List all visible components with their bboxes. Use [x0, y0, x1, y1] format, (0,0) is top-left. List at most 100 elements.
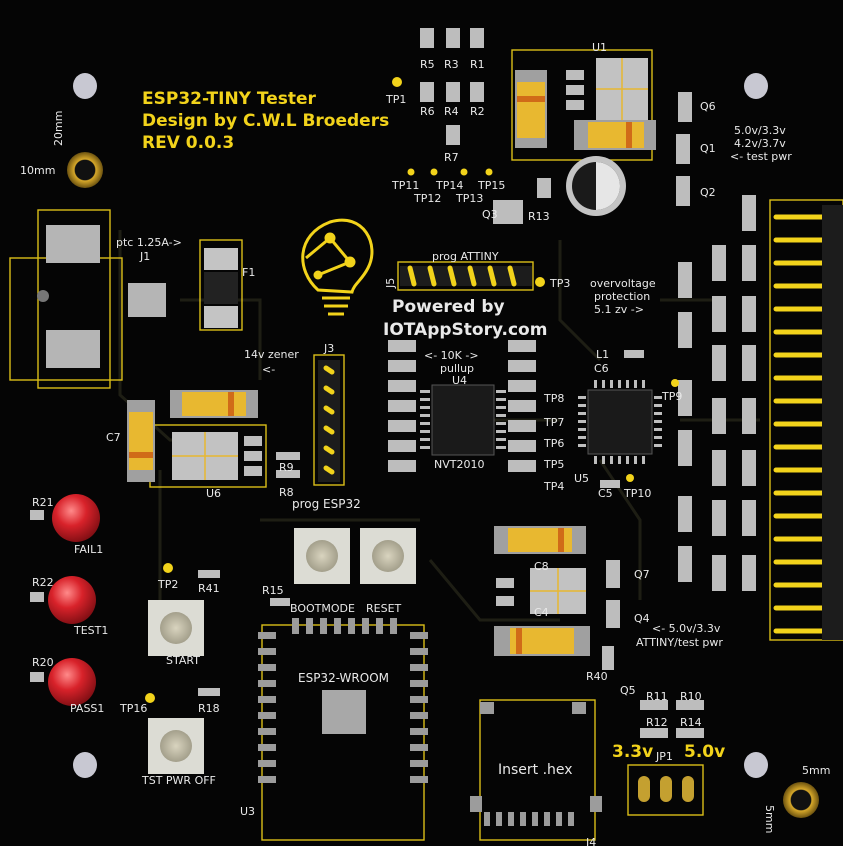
- powered-by-label: Powered by: [392, 297, 505, 317]
- label-q6: Q6: [700, 100, 716, 113]
- board-title: ESP32-TINY Tester Design by C.W.L Broede…: [142, 89, 389, 153]
- u4-chip-label: NVT2010: [434, 458, 484, 471]
- label-r21: R21: [32, 496, 54, 509]
- zener-arrow: <-: [262, 363, 275, 376]
- jumper-3v3-label: 3.3v: [612, 742, 653, 762]
- right-connector-housing: [822, 205, 843, 640]
- label-tp8: TP8: [543, 392, 564, 405]
- label-q5: Q5: [620, 684, 636, 697]
- label-r40: R40: [586, 670, 608, 683]
- attiny-pwr-note-2: ATTINY/test pwr: [636, 636, 723, 649]
- label-j1: J1: [139, 250, 150, 263]
- designators: U1 U3 U4 U5 U6 J1 J3 J4 J5 F1 R5 R3 R1 R…: [32, 41, 716, 846]
- start-label: START: [166, 654, 200, 667]
- fuse-f1: [204, 248, 238, 328]
- label-u3: U3: [240, 805, 255, 818]
- dim-5mm-v: 5mm: [763, 805, 776, 833]
- label-jp1: JP1: [655, 750, 673, 763]
- label-r18: R18: [198, 702, 220, 715]
- label-tp7: TP7: [543, 416, 564, 429]
- label-r1: R1: [470, 58, 485, 71]
- capacitor-tantalum-top: [170, 390, 258, 418]
- dim-20mm: 20mm: [52, 111, 65, 146]
- prog-esp32-label: prog ESP32: [292, 497, 361, 511]
- label-tp10: TP10: [623, 487, 651, 500]
- site-label: IOTAppStory.com: [383, 320, 547, 340]
- led-pass: [48, 658, 96, 706]
- led-fail-label: FAIL1: [74, 543, 103, 556]
- bootmode-button[interactable]: [294, 528, 350, 584]
- label-r2: R2: [470, 105, 485, 118]
- overvoltage-note: overvoltage: [590, 277, 656, 290]
- label-tp16: TP16: [119, 702, 147, 715]
- label-tp13: TP13: [455, 192, 483, 205]
- led-test: [48, 576, 96, 624]
- title-line-2: Design by C.W.L Broeders: [142, 111, 389, 131]
- led-pass-label: PASS1: [70, 702, 104, 715]
- test-power-off-label: TST PWR OFF: [141, 774, 216, 787]
- label-q3: Q3: [482, 208, 498, 221]
- mounting-holes: [67, 73, 819, 818]
- led-test-label: TEST1: [73, 624, 108, 637]
- reset-button[interactable]: [360, 528, 416, 584]
- test-power-off-button[interactable]: [148, 718, 204, 774]
- label-u5: U5: [574, 472, 589, 485]
- lightbulb-logo: [301, 218, 374, 316]
- title-line-1: ESP32-TINY Tester: [142, 89, 317, 109]
- bootmode-label: BOOTMODE: [290, 602, 355, 615]
- capacitor-c4: [496, 568, 586, 614]
- label-u1: U1: [592, 41, 607, 54]
- label-r10: R10: [680, 690, 702, 703]
- test-pwr-note-2: 4.2v/3.7v: [734, 137, 786, 150]
- label-r4: R4: [444, 105, 459, 118]
- label-c5: C5: [598, 487, 613, 500]
- zener-note: 14v zener: [244, 348, 299, 361]
- pullup-note-2: pullup: [440, 362, 474, 375]
- regulator-u6: [172, 432, 262, 480]
- label-tp6: TP6: [543, 437, 564, 450]
- jumper-jp1[interactable]: [638, 776, 694, 802]
- label-tp1: TP1: [385, 93, 406, 106]
- label-r6: R6: [420, 105, 435, 118]
- esp32-module-label: ESP32-WROOM: [298, 671, 389, 685]
- label-r11: R11: [646, 690, 668, 703]
- regulator-u1: [515, 58, 656, 216]
- reset-label: RESET: [366, 602, 402, 615]
- test-pwr-note-3: <- test pwr: [730, 150, 792, 163]
- zv-note: 5.1 zv ->: [594, 303, 644, 316]
- protection-diodes: [678, 195, 756, 591]
- dim-10mm: 10mm: [20, 164, 55, 177]
- level-shifter-u4: [388, 340, 536, 472]
- label-j3: J3: [323, 342, 334, 355]
- attiny-pwr-note-1: <- 5.0v/3.3v: [652, 622, 721, 635]
- label-q2: Q2: [700, 186, 716, 199]
- label-c7: C7: [106, 431, 121, 444]
- label-tp9: TP9: [661, 390, 682, 403]
- label-r22: R22: [32, 576, 54, 589]
- label-tp12: TP12: [413, 192, 441, 205]
- label-tp3: TP3: [549, 277, 570, 290]
- microcontroller-u5: [578, 380, 662, 464]
- label-r13: R13: [528, 210, 550, 223]
- protection-note: protection: [594, 290, 650, 303]
- capacitor-c8: [494, 526, 586, 554]
- label-c4: C4: [534, 606, 549, 619]
- label-j4: J4: [585, 836, 596, 846]
- header-j5: [400, 265, 532, 287]
- esp32-module-pads: [258, 618, 428, 783]
- start-button[interactable]: [148, 600, 204, 656]
- label-r15: R15: [262, 584, 284, 597]
- label-tp5: TP5: [543, 458, 564, 471]
- capacitor-c7: [127, 400, 155, 482]
- label-q4: Q4: [634, 612, 650, 625]
- transistors-q6-q1-q2: [676, 92, 692, 206]
- jumper-5v0-label: 5.0v: [684, 742, 725, 762]
- label-tp15: TP15: [477, 179, 505, 192]
- label-u6: U6: [206, 487, 221, 500]
- label-q1: Q1: [700, 142, 716, 155]
- led-fail: [52, 494, 100, 542]
- label-r8: R8: [279, 486, 294, 499]
- label-q7: Q7: [634, 568, 650, 581]
- label-c8: C8: [534, 560, 549, 573]
